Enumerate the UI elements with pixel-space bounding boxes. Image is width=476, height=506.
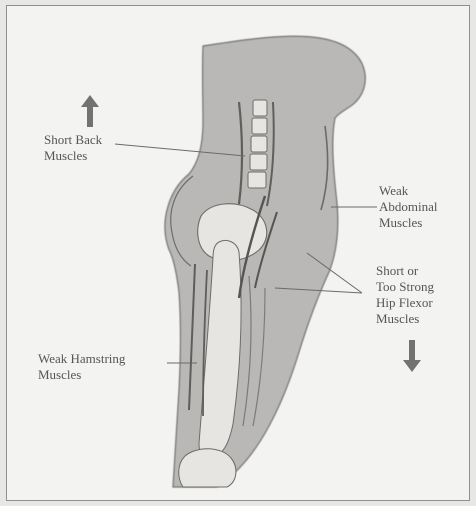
label-weak-abdominal-muscles: Weak Abdominal Muscles: [379, 183, 438, 231]
down-arrow-icon: [402, 339, 422, 373]
label-hip-flexor-muscles: Short or Too Strong Hip Flexor Muscles: [376, 263, 434, 327]
anatomy-illustration: [7, 6, 469, 500]
label-weak-hamstring-muscles: Weak Hamstring Muscles: [38, 351, 125, 383]
knee-bones: [179, 449, 236, 487]
up-arrow-icon: [80, 94, 100, 128]
diagram-frame: Short Back Muscles Weak Abdominal Muscle…: [6, 5, 470, 501]
label-short-back-muscles: Short Back Muscles: [44, 132, 102, 164]
